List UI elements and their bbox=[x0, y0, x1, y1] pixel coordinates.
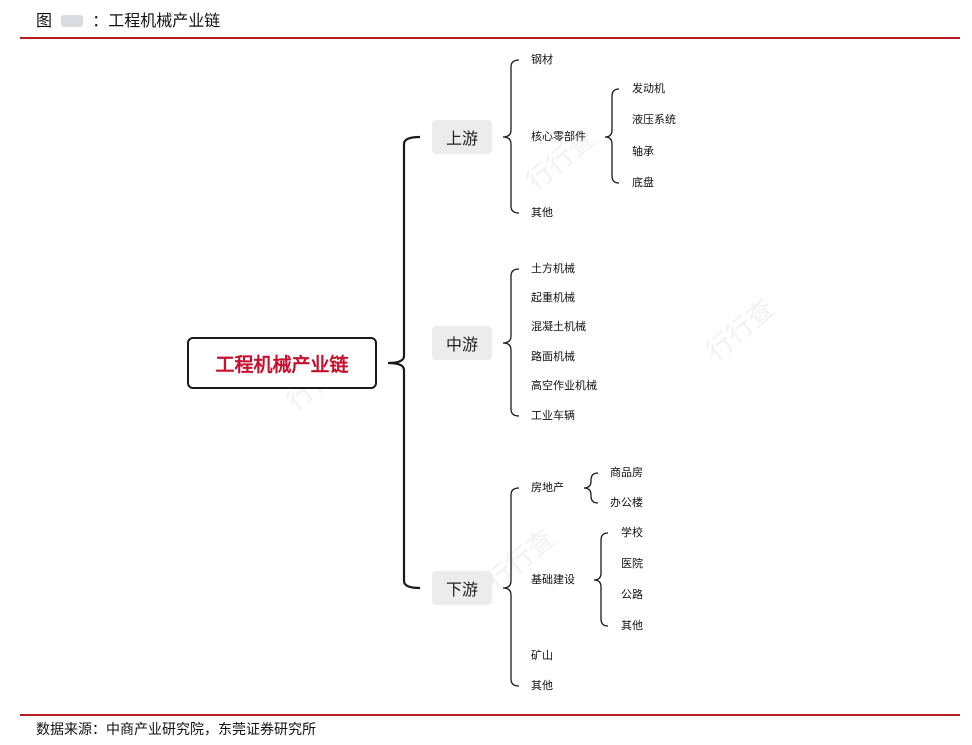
sub-item-node: 轴承 bbox=[632, 145, 654, 158]
item-node: 起重机械 bbox=[531, 291, 575, 304]
sub-item-node: 学校 bbox=[621, 526, 643, 539]
stage-bracket-midstream bbox=[502, 268, 520, 417]
sub-item-node: 发动机 bbox=[632, 82, 665, 95]
item-node: 混凝土机械 bbox=[531, 320, 586, 333]
stage-node-midstream: 中游 bbox=[432, 326, 492, 360]
item-node: 矿山 bbox=[531, 649, 553, 662]
redacted-figure-number bbox=[61, 15, 84, 27]
stage-bracket-upstream bbox=[502, 59, 520, 214]
item-node: 高空作业机械 bbox=[531, 379, 597, 392]
item-node: 钢材 bbox=[531, 53, 553, 66]
sub-item-node: 公路 bbox=[621, 588, 643, 601]
item-node: 路面机械 bbox=[531, 350, 575, 363]
sub-item-node: 办公楼 bbox=[610, 496, 643, 509]
root-bracket bbox=[387, 135, 421, 590]
item-node: 工业车辆 bbox=[531, 409, 575, 422]
item-node: 土方机械 bbox=[531, 262, 575, 275]
item-node: 基础建设 bbox=[531, 573, 575, 586]
sub-item-node: 液压系统 bbox=[632, 113, 676, 126]
stage-node-downstream: 下游 bbox=[432, 571, 492, 605]
sub-item-node: 医院 bbox=[621, 557, 643, 570]
figure-caption: 图 ：工程机械产业链 bbox=[36, 10, 220, 32]
stage-node-upstream: 上游 bbox=[432, 120, 492, 154]
sub-bracket bbox=[593, 532, 609, 627]
sub-bracket bbox=[583, 472, 599, 504]
sub-item-node: 底盘 bbox=[632, 176, 654, 189]
figure-title: ：工程机械产业链 bbox=[92, 11, 221, 30]
source-note: 数据来源：中商产业研究院，东莞证券研究所 bbox=[36, 722, 316, 738]
figure-prefix: 图 bbox=[36, 11, 53, 30]
item-node: 其他 bbox=[531, 679, 553, 692]
top-rule bbox=[20, 37, 960, 39]
bottom-rule bbox=[20, 714, 960, 716]
item-node: 核心零部件 bbox=[531, 130, 586, 143]
item-node: 房地产 bbox=[531, 481, 564, 494]
root-node: 工程机械产业链 bbox=[187, 337, 377, 389]
sub-bracket bbox=[604, 88, 620, 184]
item-node: 其他 bbox=[531, 206, 553, 219]
sub-item-node: 商品房 bbox=[610, 466, 643, 479]
sub-item-node: 其他 bbox=[621, 619, 643, 632]
stage-bracket-downstream bbox=[502, 487, 520, 687]
